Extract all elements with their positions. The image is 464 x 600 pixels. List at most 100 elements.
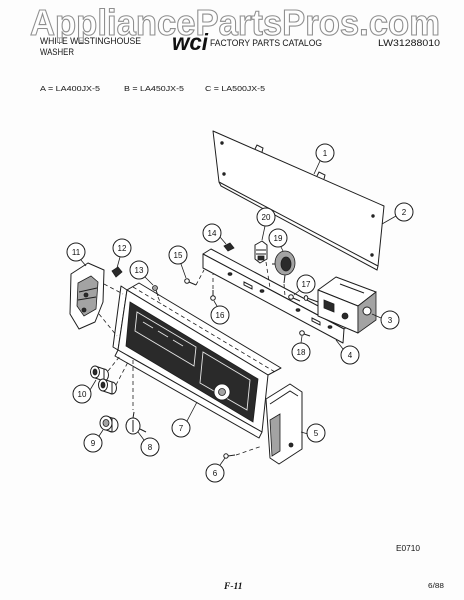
screw-head xyxy=(210,295,216,301)
timer-motor xyxy=(362,306,372,316)
assembly-line xyxy=(283,283,286,297)
header: WHITE WESTINGHOUSE WASHER wci FACTORY PA… xyxy=(40,29,440,57)
screw-shaft xyxy=(292,297,301,302)
callout-leader xyxy=(116,256,121,269)
callout-number: 14 xyxy=(208,229,217,238)
left-cap-rib xyxy=(78,287,98,293)
screw-head xyxy=(184,278,190,284)
panel-hole xyxy=(220,141,224,145)
callout-leader xyxy=(371,313,382,319)
callout-6: 6 xyxy=(205,457,226,483)
part-knob xyxy=(99,415,119,433)
callout-circle xyxy=(210,305,230,325)
screw-shaft xyxy=(155,289,159,297)
catalog-number: LW31288010 xyxy=(378,38,440,48)
part-left-end-cap xyxy=(69,262,105,330)
callout-leader xyxy=(300,335,303,344)
wci-logo: wci xyxy=(172,29,209,55)
console-button xyxy=(142,321,154,329)
part-right-end-cap xyxy=(265,383,303,465)
callout-number: 19 xyxy=(274,234,283,243)
timer-component xyxy=(341,312,349,320)
panel-hole xyxy=(371,214,375,218)
callout-circle xyxy=(380,310,400,330)
callout-circle xyxy=(83,433,103,453)
callout-number: 6 xyxy=(213,469,218,478)
callout-circle xyxy=(268,228,288,248)
part-screw xyxy=(299,330,311,337)
callout-number: 1 xyxy=(323,149,328,158)
channel-front xyxy=(202,253,345,344)
switch-center xyxy=(280,256,292,272)
timer-component xyxy=(323,299,335,313)
part-switch xyxy=(272,250,296,284)
right-cap-hole xyxy=(288,442,294,448)
callout-1: 1 xyxy=(313,143,335,175)
callout-20: 20 xyxy=(256,207,276,241)
left-cap-rib xyxy=(77,296,97,301)
exploded-parts-diagram: 1 2 3 4 5 6 7 xyxy=(66,130,414,483)
callout-13: 13 xyxy=(129,260,154,286)
callout-18: 18 xyxy=(291,335,311,362)
callout-leader xyxy=(80,259,87,267)
callout-circle xyxy=(340,345,360,365)
assembly-line xyxy=(98,313,118,337)
callout-circle xyxy=(112,238,132,258)
callout-circle xyxy=(394,202,414,222)
callout-number: 8 xyxy=(148,443,153,452)
relay-terminal xyxy=(257,255,265,261)
callout-leader xyxy=(89,379,97,391)
callout-number: 12 xyxy=(118,244,127,253)
part-screw xyxy=(288,294,301,302)
panel-hole xyxy=(222,172,226,176)
callout-circle xyxy=(306,423,326,443)
screw-shaft xyxy=(188,281,197,286)
console-button xyxy=(157,330,169,338)
callout-leader xyxy=(219,236,227,245)
callout-circle xyxy=(168,245,188,265)
callout-number: 5 xyxy=(314,429,319,438)
knob-stem xyxy=(139,428,147,433)
callout-number: 2 xyxy=(402,208,407,217)
right-cap-recess xyxy=(269,413,281,457)
knob-center xyxy=(92,368,98,376)
panel-edge xyxy=(218,181,379,271)
callout-circle xyxy=(256,207,276,227)
part-knob-pair xyxy=(90,365,117,395)
callout-4: 4 xyxy=(335,339,360,365)
callout-2: 2 xyxy=(381,202,414,225)
console-button xyxy=(172,339,184,347)
callout-12: 12 xyxy=(112,238,132,269)
catalog-date: 6/88 xyxy=(428,581,444,590)
timer-shaft-end xyxy=(303,295,309,301)
assembly-line xyxy=(195,269,205,286)
callout-leader xyxy=(186,401,198,422)
callout-circle xyxy=(171,418,191,438)
callout-leader xyxy=(261,225,266,241)
page-number: F-11 xyxy=(223,582,242,592)
callout-leader xyxy=(381,215,397,225)
assembly-line xyxy=(235,445,263,456)
knob-pointer xyxy=(132,411,135,419)
callout-number: 3 xyxy=(388,316,393,325)
part-screw xyxy=(223,453,236,459)
panel-notch xyxy=(254,144,264,153)
right-cap-edge xyxy=(269,390,299,405)
model-b: B = LA450JX-5 xyxy=(124,84,184,93)
channel-hole xyxy=(259,289,265,293)
callout-leader xyxy=(335,339,344,350)
callout-leader xyxy=(144,276,154,286)
console-bottom-lip xyxy=(114,349,263,439)
knob-center xyxy=(100,381,106,389)
assembly-line xyxy=(103,283,124,295)
model-c: C = LA500JX-5 xyxy=(205,84,265,93)
callout-circle xyxy=(291,342,311,362)
model-a: A = LA400JX-5 xyxy=(40,84,100,93)
callout-number: 7 xyxy=(179,424,184,433)
callout-leader xyxy=(98,429,104,437)
part-screw xyxy=(210,290,216,301)
console-window xyxy=(199,351,251,411)
channel-hole xyxy=(227,272,233,276)
switch-stem xyxy=(283,274,286,284)
